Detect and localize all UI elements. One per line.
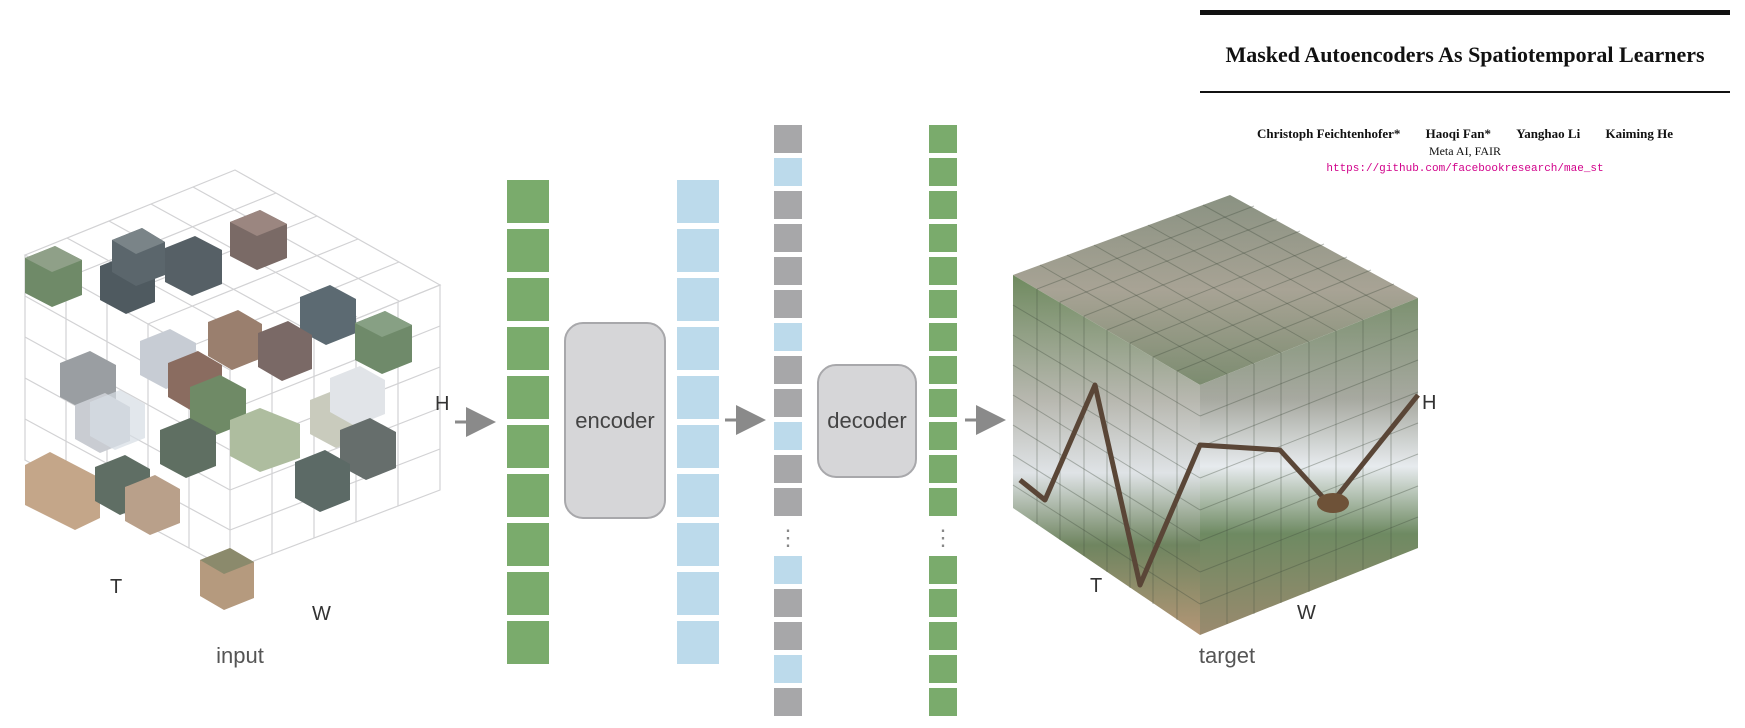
encoder-label: encoder	[575, 408, 655, 433]
decoded-token	[929, 422, 957, 450]
encoded-token	[774, 323, 802, 351]
encoded-token	[677, 180, 719, 223]
decoded-token	[929, 455, 957, 483]
mask-token	[774, 191, 802, 219]
decoded-token	[929, 655, 957, 683]
target-grid	[1012, 204, 1419, 624]
mask-token	[774, 257, 802, 285]
visible-token	[507, 474, 549, 517]
target-right-face	[1200, 298, 1418, 635]
encoded-token	[774, 422, 802, 450]
target-bird-motion	[1018, 382, 1420, 588]
author-list: Christoph Feichtenhofer* Haoqi Fan* Yang…	[1200, 126, 1730, 142]
target-axis-t: T	[1090, 575, 1102, 597]
visible-token	[507, 572, 549, 615]
author-name: Yanghao Li	[1516, 126, 1581, 141]
visible-token	[507, 376, 549, 419]
paper-header: Masked Autoencoders As Spatiotemporal Le…	[1200, 10, 1730, 175]
encoded-token	[677, 425, 719, 468]
target-axis-w: W	[1297, 602, 1316, 624]
decoded-token	[929, 158, 957, 186]
mask-token	[774, 356, 802, 384]
mask-token	[774, 455, 802, 483]
title-top-rule	[1200, 10, 1730, 15]
encoded-token	[774, 556, 802, 584]
visible-token	[507, 229, 549, 272]
target-bird	[1317, 493, 1349, 513]
visible-patches	[25, 210, 412, 610]
mask-token	[774, 290, 802, 318]
full-token-column	[774, 125, 802, 716]
title-bottom-rule	[1200, 91, 1730, 93]
encoded-token	[774, 158, 802, 186]
encoded-token	[677, 229, 719, 272]
decoded-token	[929, 323, 957, 351]
decoded-token	[929, 622, 957, 650]
decoded-token	[929, 257, 957, 285]
input-axis-h: H	[435, 393, 449, 415]
paper-title: Masked Autoencoders As Spatiotemporal Le…	[1225, 42, 1705, 67]
target-axis-h: H	[1422, 392, 1436, 414]
affiliation: Meta AI, FAIR	[1428, 144, 1502, 158]
visible-token	[507, 278, 549, 321]
target-top-face	[1013, 195, 1418, 385]
decoded-token	[929, 488, 957, 516]
visible-token	[507, 621, 549, 664]
author-name: Christoph Feichtenhofer*	[1257, 126, 1401, 141]
input-video-cube: T W H input	[23, 169, 449, 668]
decoded-token	[929, 556, 957, 584]
decoder-label: decoder	[827, 408, 907, 433]
encoded-token	[677, 621, 719, 664]
mask-token	[774, 125, 802, 153]
visible-token-column	[507, 180, 549, 664]
repo-link[interactable]: https://github.com/facebookresearch/mae_…	[1326, 163, 1604, 175]
input-axis-t: T	[110, 576, 122, 598]
mask-token	[774, 688, 802, 716]
visible-token	[507, 327, 549, 370]
target-label: target	[1199, 643, 1255, 668]
full-column-ellipsis: ⋮	[777, 525, 799, 550]
input-label: input	[216, 643, 264, 668]
input-axis-w: W	[312, 603, 331, 625]
decoded-token	[929, 191, 957, 219]
encoded-token	[677, 572, 719, 615]
target-left-face	[1013, 275, 1200, 635]
decoded-token	[929, 224, 957, 252]
decoded-column-ellipsis: ⋮	[932, 525, 954, 550]
encoded-token-column	[677, 180, 719, 664]
mask-token	[774, 488, 802, 516]
encoded-token	[677, 376, 719, 419]
author-name: Kaiming He	[1605, 126, 1673, 141]
encoder-block: encoder	[564, 322, 666, 519]
mask-token	[774, 389, 802, 417]
visible-token	[507, 425, 549, 468]
mask-token	[774, 622, 802, 650]
decoder-block: decoder	[817, 364, 917, 478]
decoded-token	[929, 688, 957, 716]
encoded-token	[677, 523, 719, 566]
decoded-token	[929, 125, 957, 153]
encoded-token	[677, 474, 719, 517]
encoded-token	[677, 278, 719, 321]
target-video-cube: T W H target	[1012, 195, 1436, 668]
visible-token	[507, 523, 549, 566]
mask-token	[774, 224, 802, 252]
decoded-token	[929, 356, 957, 384]
encoded-token	[774, 655, 802, 683]
author-name: Haoqi Fan*	[1425, 126, 1491, 141]
decoded-token	[929, 589, 957, 617]
decoded-token	[929, 290, 957, 318]
visible-token	[507, 180, 549, 223]
decoded-token-column	[929, 125, 957, 716]
decoded-token	[929, 389, 957, 417]
encoded-token	[677, 327, 719, 370]
mask-token	[774, 589, 802, 617]
